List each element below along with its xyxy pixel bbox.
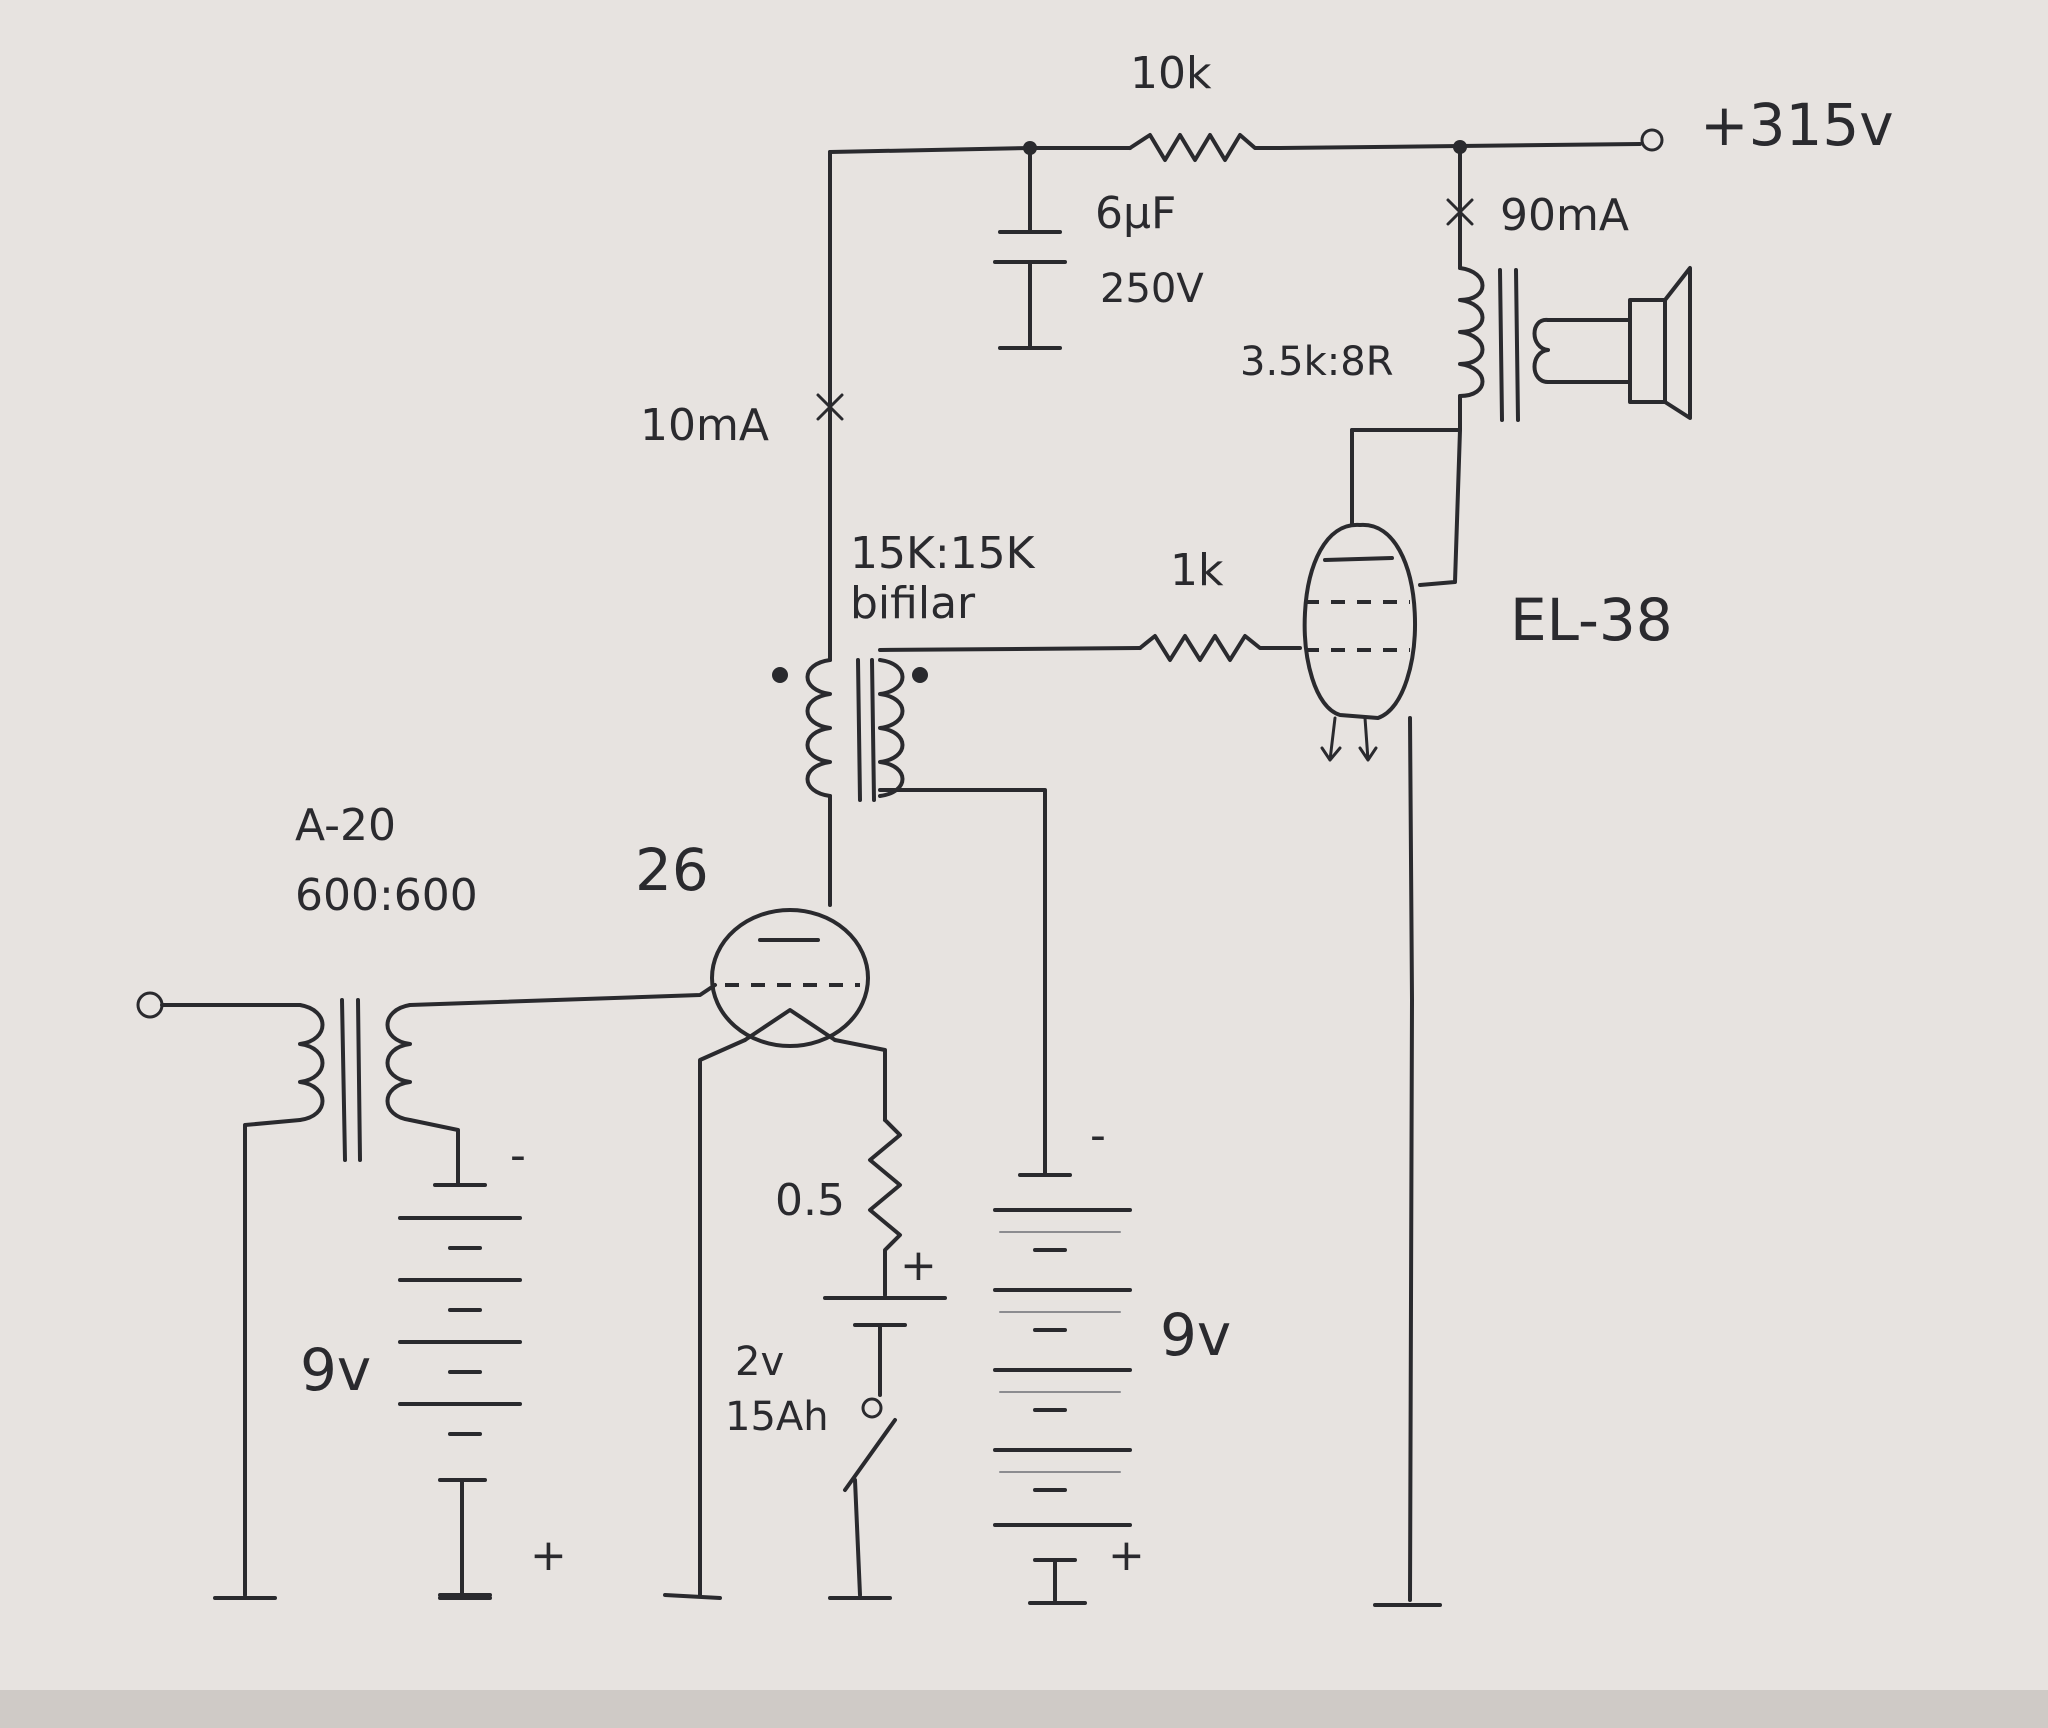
filament-battery-plus-label: + [900, 1240, 937, 1291]
grid-resistor-label: 1k [1170, 545, 1224, 596]
bias-battery-2-label: 9v [1160, 1301, 1231, 1369]
driver-tube-label: 26 [635, 836, 709, 904]
driver-tube-26 [710, 908, 870, 1048]
filament-battery-voltage-label: 2v [735, 1339, 784, 1385]
ground-symbols [213, 1593, 1442, 1607]
interstage-ratio-label: 15K:15K [850, 528, 1036, 579]
resistor-10k-label: 10k [1130, 48, 1212, 99]
output-transformer-label: 3.5k:8R [1240, 339, 1394, 385]
switch-contact-icon[interactable] [861, 1397, 883, 1419]
rheostat-label: 0.5 [775, 1175, 845, 1226]
paper-edge-shadow [0, 1690, 2048, 1728]
power-tube-el38 [1302, 522, 1417, 1602]
supply-terminal-icon[interactable] [1640, 128, 1664, 152]
battery-2-plus-label: + [1108, 1530, 1145, 1581]
input-transformer [136, 983, 717, 1597]
input-ratio-label: 600:600 [295, 870, 478, 921]
bias-battery-1 [398, 1183, 522, 1597]
phase-dot [912, 667, 928, 683]
filament-circuit [698, 1038, 947, 1597]
interstage-type-label: bifilar [850, 578, 976, 629]
capacitor-value-label: 6µF [1095, 188, 1176, 239]
phase-dot [772, 667, 788, 683]
anode-current-label: 90mA [1500, 190, 1629, 241]
filter-capacitor [993, 146, 1067, 350]
driver-current-label: 10mA [640, 400, 769, 451]
battery-1-plus-label: + [530, 1530, 567, 1581]
supply-voltage-label: +315v [1700, 91, 1894, 159]
input-transformer-label: A-20 [295, 800, 396, 851]
output-stage [1350, 146, 1692, 587]
bias-battery-2 [993, 1148, 1132, 1602]
filament-battery-capacity-label: 15Ah [725, 1394, 829, 1440]
battery-1-minus-label: - [510, 1130, 526, 1181]
driver-bplus-feed [816, 150, 844, 662]
bias-battery-1-label: 9v [300, 1336, 371, 1404]
interstage-transformer [772, 658, 1047, 1152]
battery-2-minus-label: - [1090, 1110, 1106, 1161]
power-tube-label: EL-38 [1510, 586, 1673, 654]
grid-resistor [878, 634, 1302, 662]
capacitor-voltage-label: 250V [1100, 266, 1204, 312]
